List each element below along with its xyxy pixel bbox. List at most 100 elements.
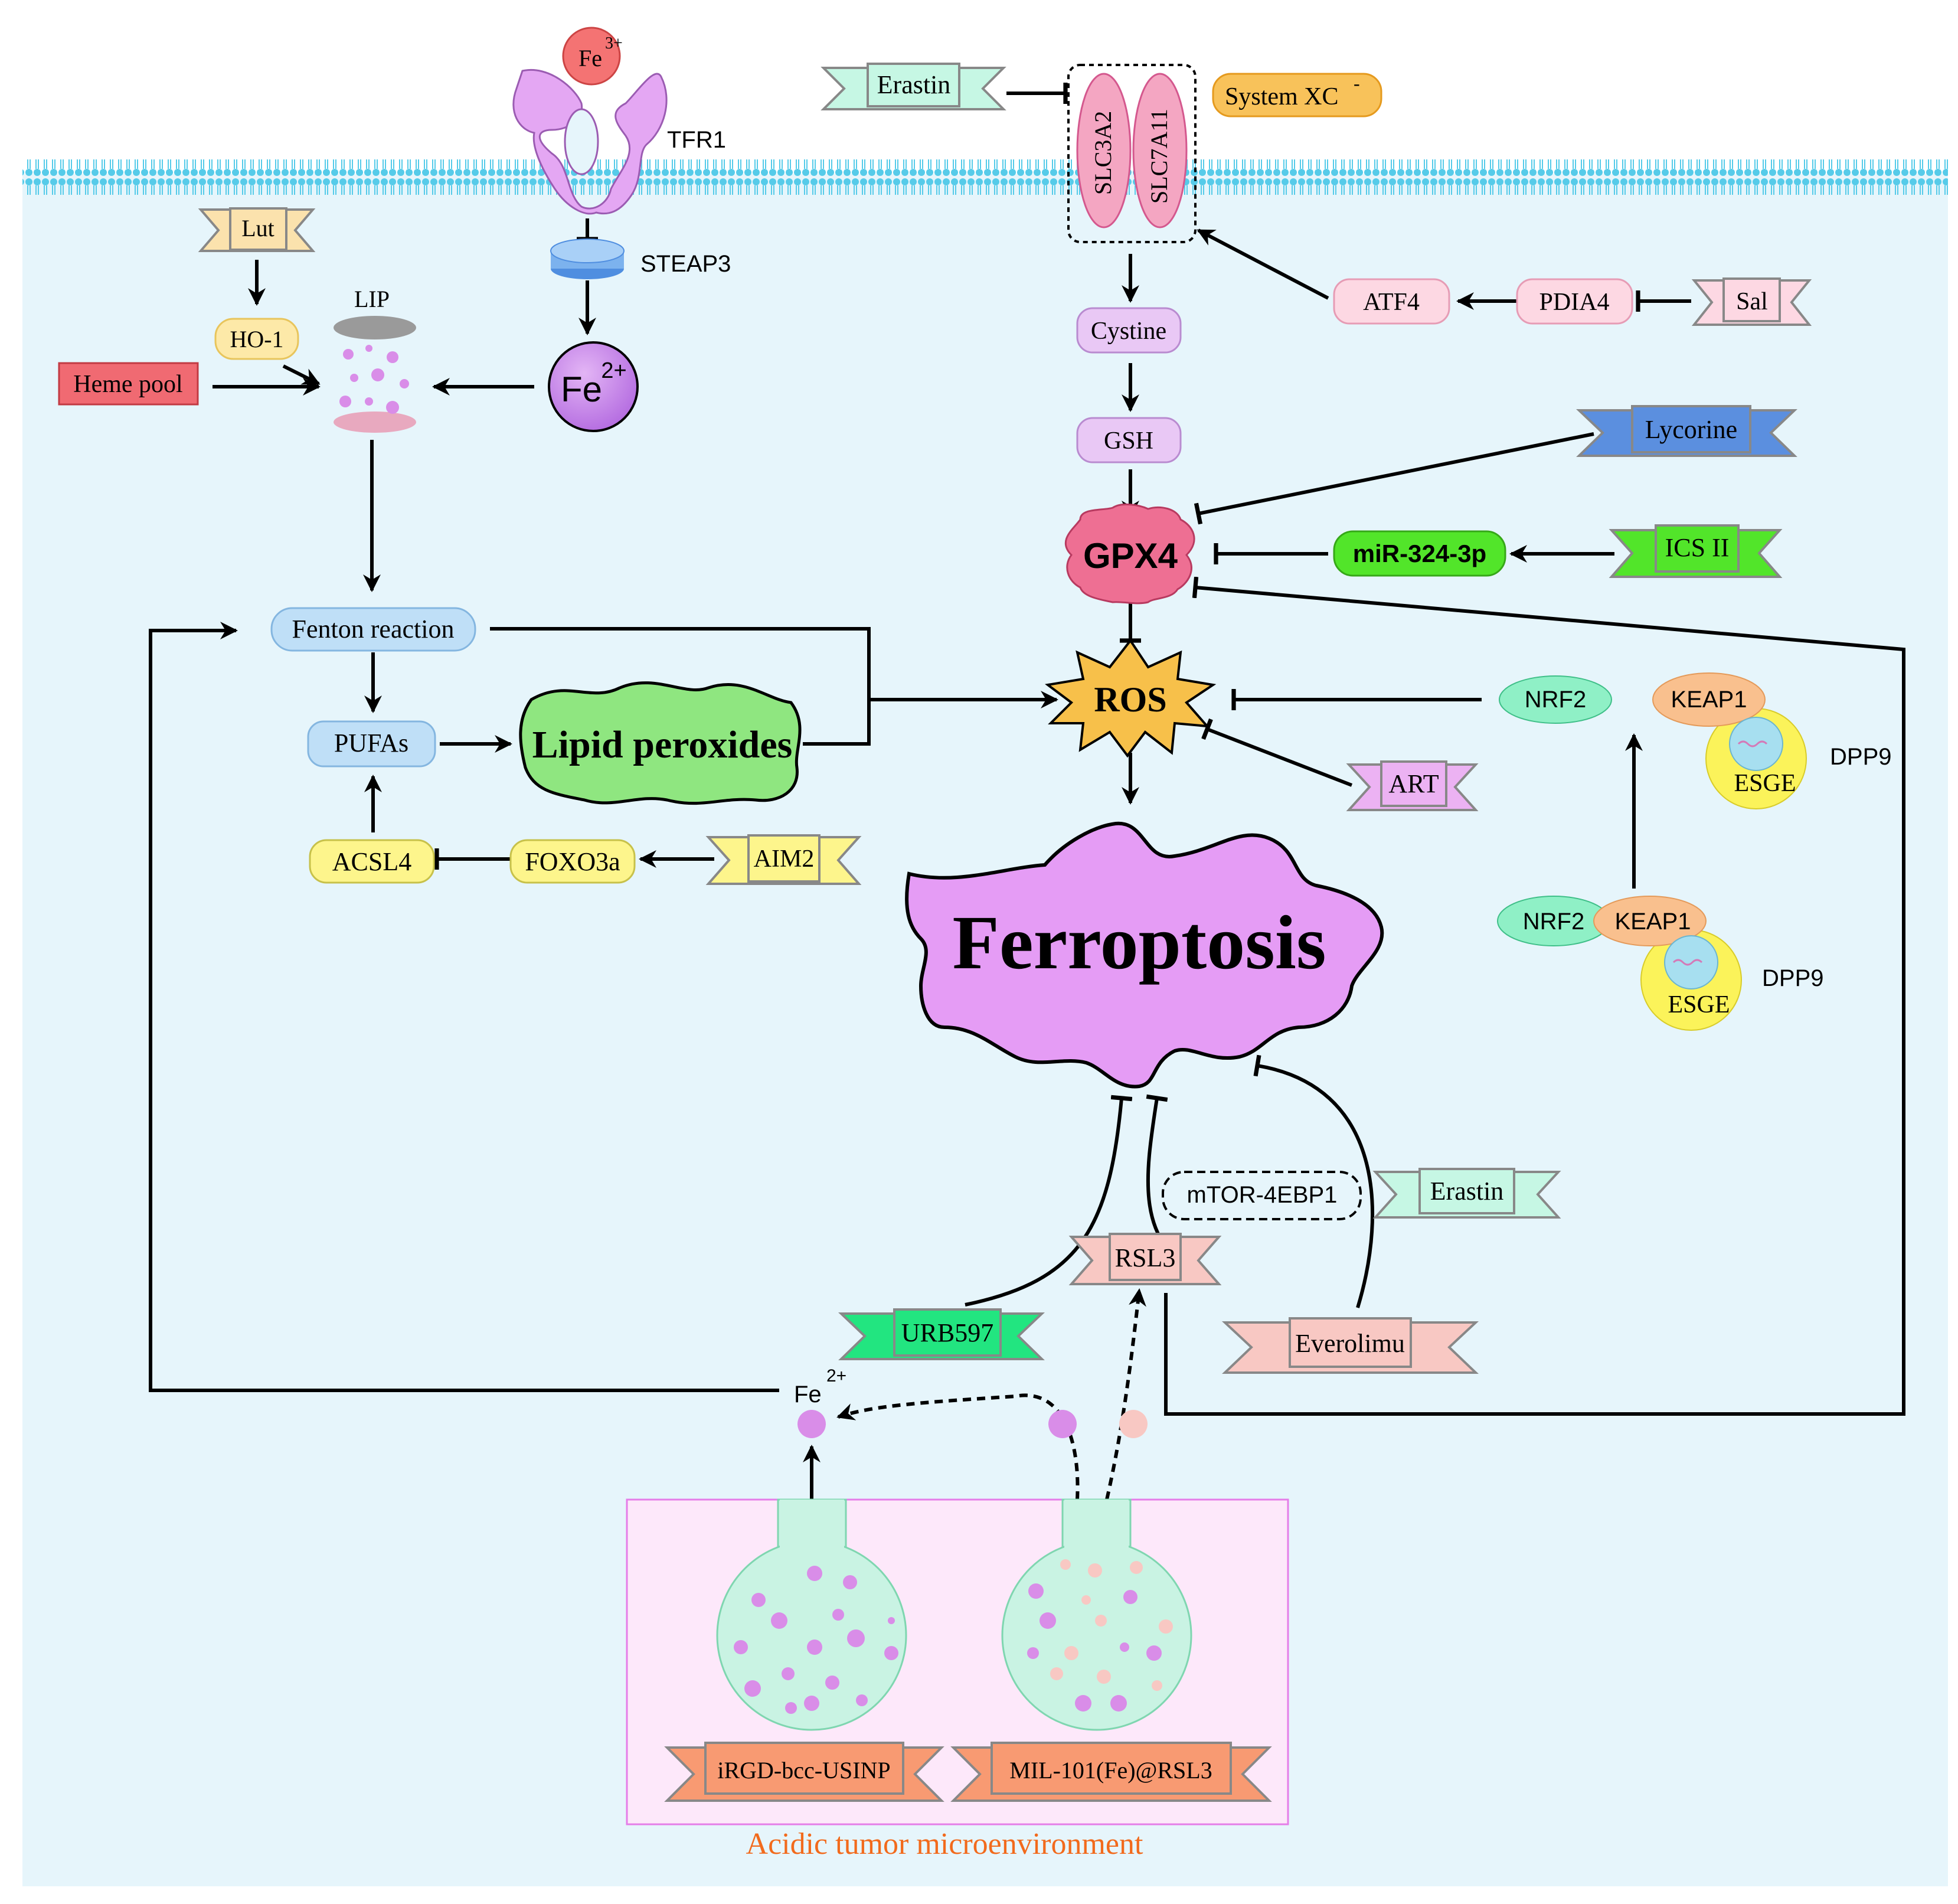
fe2-release-charge: 2+ — [826, 1366, 846, 1386]
acsl4-node — [309, 839, 435, 884]
ho1-node — [214, 318, 299, 360]
esge-bottom-dna — [1672, 959, 1703, 966]
heme-pool-label: Heme pool — [73, 371, 182, 398]
nrf2-free-node — [1499, 675, 1612, 724]
fe2-charge: 2+ — [601, 358, 626, 383]
lipid-peroxides-blob — [519, 681, 802, 805]
erastin-top-drug — [821, 63, 1006, 110]
rsl3-drug — [1068, 1233, 1222, 1285]
aim2-drug — [705, 834, 862, 885]
nano1-label: iRGD-bcc-USINP — [717, 1757, 890, 1784]
fenton-label: Fenton reaction — [292, 615, 455, 644]
atf4-node — [1333, 278, 1450, 325]
sal-drug — [1691, 277, 1812, 326]
erastin-low-label: Erastin — [1430, 1177, 1504, 1206]
gsh-node — [1076, 417, 1182, 463]
ho1-label: HO-1 — [230, 326, 283, 352]
fenton-node — [270, 607, 476, 652]
aim2-label: AIM2 — [754, 845, 815, 873]
lycorine-drug — [1575, 405, 1798, 457]
nano2-label: MIL-101(Fe)@RSL3 — [1009, 1757, 1212, 1784]
fe3-label: Fe — [578, 45, 602, 71]
pufas-label: PUFAs — [334, 729, 408, 757]
tfr1-receptor — [512, 69, 668, 215]
nano2-label-ribbon — [950, 1742, 1272, 1802]
system-xc-badge — [1212, 73, 1382, 117]
mtor-label: mTOR-4EBP1 — [1187, 1182, 1338, 1208]
pufas-node — [307, 720, 436, 768]
tfr1-label: TFR1 — [667, 127, 726, 153]
ics2-drug — [1609, 524, 1783, 578]
cystine-node — [1076, 307, 1182, 354]
lipid-peroxides-label: Lipid peroxides — [532, 723, 793, 766]
keap1-complex-node — [1593, 896, 1707, 946]
everolimu-label: Everolimu — [1295, 1329, 1405, 1358]
nrf2-complex-label: NRF2 — [1523, 909, 1584, 935]
keap1-top-node — [1652, 672, 1766, 727]
foxo3a-node — [509, 839, 636, 884]
ros-label: ROS — [1094, 680, 1166, 719]
lut-drug — [198, 207, 316, 252]
heme-pool-node — [58, 362, 199, 406]
steap3-label: STEAP3 — [640, 251, 731, 277]
lut-label: Lut — [241, 215, 274, 241]
sal-label: Sal — [1736, 288, 1768, 315]
fe2-release-dot — [797, 1410, 826, 1438]
slc3a2-label: SLC3A2 — [1090, 111, 1116, 195]
slc7a11-protein — [1132, 73, 1188, 228]
gpx4-node — [1064, 503, 1195, 605]
gpx4-label: GPX4 — [1083, 536, 1178, 576]
art-drug — [1346, 760, 1479, 811]
nanoparticle-flask-1 — [716, 1498, 907, 1731]
slc3a2-protein — [1076, 73, 1132, 228]
urb597-label: URB597 — [901, 1318, 993, 1347]
erastin-low-drug — [1372, 1168, 1561, 1219]
fe-particle-dot — [1048, 1410, 1077, 1438]
fe2-node — [548, 341, 639, 432]
ferroptosis-blob — [905, 821, 1384, 1089]
ics2-label: ICS II — [1665, 533, 1730, 562]
tme-label: Acidic tumor microenvironment — [746, 1827, 1143, 1861]
mtor-box — [1162, 1171, 1362, 1220]
everolimu-drug — [1221, 1317, 1479, 1374]
esge-bottom-label: ESGE — [1668, 991, 1730, 1018]
esge-top-dna — [1737, 740, 1768, 747]
esge-top-label: ESGE — [1734, 770, 1796, 797]
fe2-release-label: Fe — [794, 1382, 822, 1407]
slc7a11-label: SLC7A11 — [1146, 109, 1172, 204]
nrf2-free-label: NRF2 — [1525, 687, 1586, 713]
nanoparticle-flask-2 — [1001, 1498, 1192, 1731]
fe3-charge: 3+ — [605, 34, 623, 53]
fe3-ion — [562, 27, 621, 86]
cell-membrane — [22, 159, 1948, 195]
fe2-label: Fe — [561, 370, 602, 409]
lip-label: LIP — [354, 286, 390, 312]
foxo3a-label: FOXO3a — [525, 847, 620, 876]
mir-label: miR-324-3p — [1353, 540, 1486, 567]
ros-burst — [1045, 638, 1217, 758]
urb597-drug — [838, 1308, 1045, 1360]
nano1-label-ribbon — [664, 1742, 944, 1802]
pdia4-label: PDIA4 — [1539, 289, 1609, 316]
pdia4-node — [1516, 278, 1633, 325]
ferroptosis-label: Ferroptosis — [952, 900, 1326, 985]
dpp9-bottom-label: DPP9 — [1762, 965, 1824, 991]
cystine-label: Cystine — [1091, 318, 1166, 345]
erastin-top-label: Erastin — [877, 70, 951, 99]
keap1-top-label: KEAP1 — [1671, 687, 1747, 713]
rsl3-label: RSL3 — [1115, 1243, 1176, 1272]
lip-cylinder — [334, 316, 416, 433]
lycorine-label: Lycorine — [1645, 415, 1737, 444]
dpp9-top-label: DPP9 — [1830, 744, 1892, 770]
acsl4-label: ACSL4 — [332, 847, 411, 876]
pathway-connectors — [149, 83, 1905, 1541]
system-xc-box — [1067, 64, 1197, 243]
gsh-label: GSH — [1104, 427, 1153, 455]
keap1-complex-label: KEAP1 — [1615, 909, 1691, 935]
steap3-protein — [550, 239, 625, 279]
atf4-label: ATF4 — [1363, 289, 1420, 316]
art-label: ART — [1388, 769, 1439, 798]
system-xc-label: System XC — [1225, 83, 1339, 110]
rsl3-particle-dot — [1119, 1410, 1148, 1438]
